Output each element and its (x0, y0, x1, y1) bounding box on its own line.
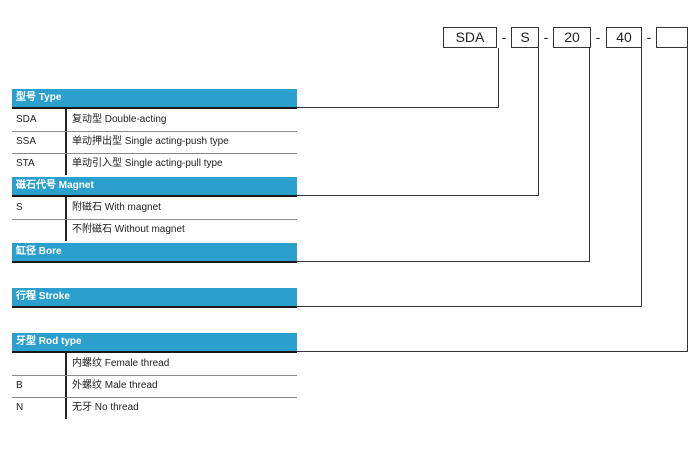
table-row: 不附磁石 Without magnet (12, 219, 297, 241)
row-divider (12, 131, 297, 132)
connector-rod (687, 48, 688, 352)
row-desc: 复动型 Double-acting (72, 114, 167, 125)
row-divider (12, 375, 297, 376)
connector-type (498, 48, 499, 108)
section-header-bore: 缸径 Bore (12, 243, 297, 261)
row-code: SSA (16, 136, 37, 147)
connector-magnet (538, 48, 539, 196)
row-desc: 单动押出型 Single acting-push type (72, 136, 229, 147)
header-underline (12, 306, 297, 308)
table-row: SSA 单动押出型 Single acting-push type (12, 131, 297, 153)
row-code: S (16, 202, 23, 213)
code-box-bore: 20 (553, 27, 591, 48)
header-underline (12, 107, 297, 109)
section-header-rod-type: 牙型 Rod type (12, 333, 297, 351)
section-header-type: 型号 Type (12, 89, 297, 107)
table-row: S 附磁石 With magnet (12, 197, 297, 219)
code-separator: - (646, 29, 652, 45)
row-divider (12, 397, 297, 398)
connector-bore (589, 48, 590, 262)
header-underline (12, 351, 297, 353)
code-box-stroke: 40 (606, 27, 642, 48)
row-code: SDA (16, 114, 37, 125)
connector-rod (297, 351, 688, 352)
row-code: N (16, 402, 24, 413)
row-desc: 外螺纹 Male thread (72, 380, 158, 391)
connector-bore (297, 261, 590, 262)
code-box-rod (656, 27, 688, 48)
row-desc: 单动引入型 Single acting-pull type (72, 158, 223, 169)
column-divider (65, 109, 67, 175)
table-row: STA 单动引入型 Single acting-pull type (12, 153, 297, 175)
connector-stroke (641, 48, 642, 307)
connector-type (297, 107, 499, 108)
table-row: B 外螺纹 Male thread (12, 375, 297, 397)
row-desc: 不附磁石 Without magnet (72, 224, 185, 235)
connector-stroke (297, 306, 642, 307)
row-desc: 附磁石 With magnet (72, 202, 161, 213)
row-code: B (16, 380, 23, 391)
table-row: N 无牙 No thread (12, 397, 297, 419)
code-separator: - (543, 29, 549, 45)
row-code: STA (16, 158, 35, 169)
header-underline (12, 261, 297, 263)
section-header-stroke: 行程 Stroke (12, 288, 297, 306)
row-desc: 内螺纹 Female thread (72, 358, 170, 369)
code-separator: - (501, 29, 507, 45)
row-divider (12, 153, 297, 154)
code-separator: - (595, 29, 601, 45)
section-header-magnet: 磁石代号 Magnet (12, 177, 297, 195)
row-divider (12, 219, 297, 220)
column-divider (65, 353, 67, 419)
row-desc: 无牙 No thread (72, 402, 139, 413)
code-box-magnet: S (511, 27, 539, 48)
connector-magnet (297, 195, 539, 196)
table-row: 内螺纹 Female thread (12, 353, 297, 375)
table-row: SDA 复动型 Double-acting (12, 109, 297, 131)
code-box-type: SDA (443, 27, 497, 48)
header-underline (12, 195, 297, 197)
